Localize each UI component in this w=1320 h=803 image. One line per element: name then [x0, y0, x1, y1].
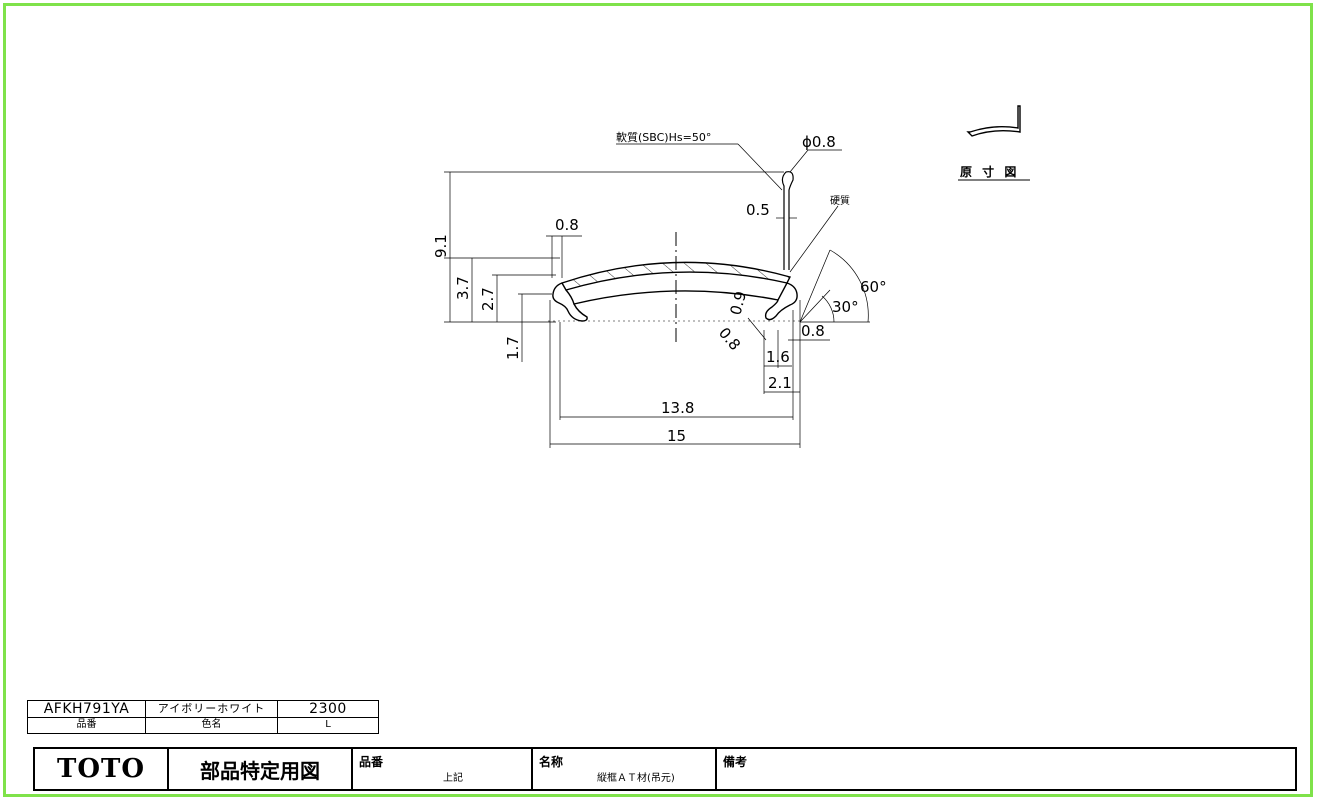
- angle-line-30: [799, 289, 831, 323]
- doc-title: 部品特定用図: [169, 749, 353, 789]
- dim-08-diag: [747, 317, 767, 341]
- dim-08-right-label: 0.8: [801, 322, 825, 340]
- title-part-value: 上記: [443, 773, 463, 784]
- title-part-cell: 品番 上記: [353, 749, 533, 789]
- title-name-cell: 名称 縦框ＡＴ材(吊元): [533, 749, 717, 789]
- drawing-frame: [3, 3, 1313, 797]
- dim-09: 0.9: [726, 289, 750, 317]
- title-remarks-label: 備考: [723, 755, 748, 769]
- spec-color: アイボリーホワイト: [145, 700, 278, 718]
- angle-60: 60°: [860, 278, 887, 296]
- profile-outline: [565, 282, 788, 305]
- right-hook: [764, 282, 798, 321]
- leader-hard: [789, 205, 839, 273]
- spec-label-length: L: [277, 716, 379, 734]
- dim-08-top: 0.8: [555, 216, 579, 234]
- dim-17: 1.7: [504, 336, 522, 360]
- soft-lip: [781, 171, 794, 270]
- full-scale-label: 原 寸 図: [960, 164, 1019, 179]
- material-note: 軟質(SBC)Hs=50°: [616, 130, 711, 144]
- dim-15: 15: [667, 427, 686, 445]
- full-scale-profile: [966, 105, 1021, 137]
- dim-138: 13.8: [661, 399, 694, 417]
- title-remarks-cell: 備考: [717, 749, 1295, 789]
- leader-material-diag: [737, 143, 783, 191]
- dim-27: 2.7: [479, 287, 497, 311]
- title-block: TOTO 部品特定用図 品番 上記 名称 縦框ＡＴ材(吊元) 備考: [33, 747, 1297, 791]
- angle-arc-60: [829, 249, 869, 323]
- hard-note: 硬質: [830, 194, 850, 207]
- angle-30: 30°: [832, 298, 859, 316]
- angle-arc-30: [821, 295, 835, 323]
- spec-length: 2300: [277, 700, 379, 718]
- title-name-value: 縦框ＡＴ材(吊元): [597, 773, 675, 784]
- leader-phi: [789, 149, 809, 173]
- dim-phi: ϕ0.8: [802, 133, 836, 151]
- dim-21: 2.1: [768, 374, 792, 392]
- dim-91: 9.1: [432, 234, 450, 258]
- left-hook: [552, 282, 588, 322]
- dim-37: 3.7: [454, 276, 472, 300]
- spec-label-part-no: 品番: [27, 716, 146, 734]
- spec-table: AFKH791YA アイボリーホワイト 2300 品番 色名 L: [27, 700, 379, 734]
- dim-16: 1.6: [766, 348, 790, 366]
- title-part-label: 品番: [359, 755, 384, 769]
- dim-08-diag-label: 0.8: [715, 324, 744, 354]
- spec-part-no: AFKH791YA: [27, 700, 146, 718]
- toto-logo: TOTO: [35, 749, 169, 789]
- title-name-label: 名称: [539, 755, 564, 769]
- dim-05: 0.5: [746, 201, 770, 219]
- spec-label-color: 色名: [145, 716, 278, 734]
- angle-line-60: [799, 249, 831, 323]
